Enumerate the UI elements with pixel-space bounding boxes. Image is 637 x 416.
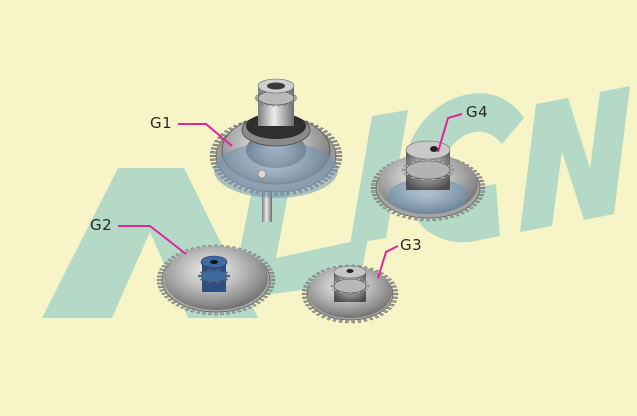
logo-letter-n xyxy=(520,86,630,232)
logo-letter-i xyxy=(350,110,408,244)
callout-line-g3 xyxy=(377,245,399,279)
callout-line-g1 xyxy=(178,123,233,147)
gear-g1 xyxy=(209,78,343,222)
callout-line-g4 xyxy=(437,113,463,153)
callout-lines xyxy=(118,113,463,279)
callout-label-g2: G2 xyxy=(90,216,113,234)
gear-g3 xyxy=(301,264,399,324)
callout-label-g3: G3 xyxy=(400,236,423,254)
callout-line-g2 xyxy=(118,225,187,255)
callout-label-g4: G4 xyxy=(466,103,489,121)
gear-g4 xyxy=(370,140,486,222)
callout-label-g1: G1 xyxy=(150,114,173,132)
gear-g2 xyxy=(156,244,276,316)
